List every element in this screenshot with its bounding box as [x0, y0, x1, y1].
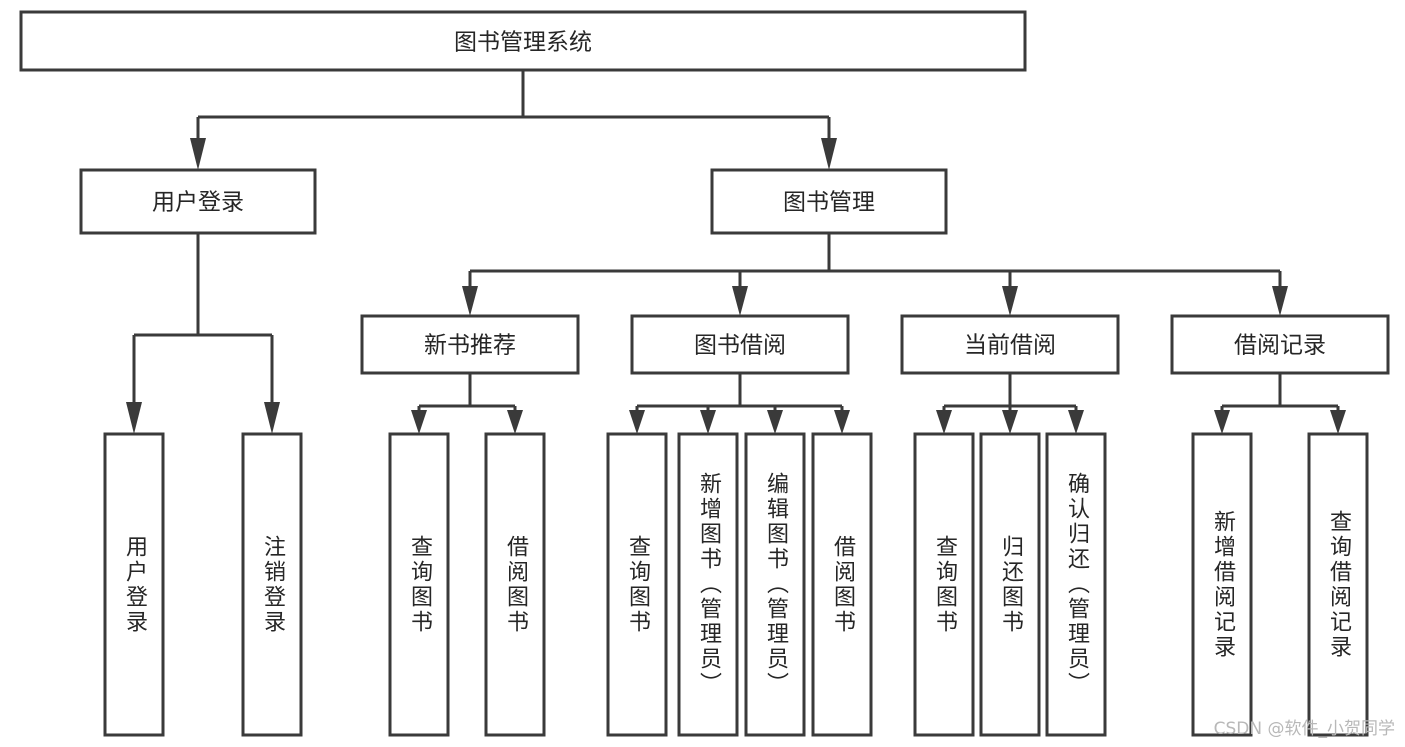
connectors-group	[126, 70, 1346, 434]
node-user-login[interactable]: 用户登录	[79, 168, 317, 235]
arrow-head-borrow-record	[1272, 286, 1288, 316]
node-book-borrow-label: 图书借阅	[694, 333, 786, 359]
leaf-br-query-record-box[interactable]	[1307, 432, 1369, 737]
arrow-head-leaf-rec-borrow-book	[507, 410, 523, 434]
leaf-br-add-record-box[interactable]	[1191, 432, 1253, 737]
arrow-head-leaf-cb-confirm-return	[1068, 410, 1084, 434]
arrow-head-leaf-bb-borrow-book	[834, 410, 850, 434]
node-root-box[interactable]	[19, 10, 1027, 72]
arrow-head-leaf-user-login	[126, 402, 142, 434]
arrow-head-book-manage	[821, 138, 837, 170]
node-new-book-rec-box[interactable]	[360, 314, 580, 375]
node-current-borrow-box[interactable]	[900, 314, 1120, 375]
arrow-head-new-book-rec	[462, 286, 478, 316]
node-current-borrow[interactable]: 当前借阅	[900, 314, 1120, 375]
leaf-bb-query-book-box[interactable]	[606, 432, 668, 737]
arrow-head-leaf-bb-edit-book	[767, 410, 783, 434]
node-new-book-rec-label: 新书推荐	[424, 333, 516, 359]
leaf-bb-borrow-book-box[interactable]	[811, 432, 873, 737]
node-book-manage-label: 图书管理	[783, 190, 875, 216]
arrow-head-leaf-rec-query-book	[411, 410, 427, 434]
csdn-watermark: CSDN @软件_小贺同学	[1213, 719, 1395, 739]
arrow-head-leaf-bb-query-book	[629, 410, 645, 434]
arrow-head-leaf-cb-query-book	[936, 410, 952, 434]
leaf-rec-borrow-book-box[interactable]	[484, 432, 546, 737]
node-new-book-rec[interactable]: 新书推荐	[360, 314, 580, 375]
arrow-head-current-borrow	[1002, 286, 1018, 316]
node-borrow-record-label: 借阅记录	[1234, 333, 1326, 359]
arrow-head-leaf-br-query-record	[1330, 410, 1346, 434]
leaf-user-login-box[interactable]	[103, 432, 165, 737]
leaf-cb-confirm-return-box[interactable]	[1045, 432, 1107, 737]
arrow-head-user-login	[190, 138, 206, 170]
leaf-user-logout-box[interactable]	[241, 432, 303, 737]
leaf-boxes-group	[103, 432, 1369, 737]
node-user-login-label: 用户登录	[152, 190, 244, 216]
node-book-borrow[interactable]: 图书借阅	[630, 314, 850, 375]
leaf-rec-query-book-box[interactable]	[388, 432, 450, 737]
leaf-cb-query-book-box[interactable]	[913, 432, 975, 737]
arrow-head-leaf-bb-add-book	[700, 410, 716, 434]
leaf-bb-add-book-box[interactable]	[677, 432, 739, 737]
node-root[interactable]: 图书管理系统	[19, 10, 1027, 72]
leaf-bb-edit-book-box[interactable]	[744, 432, 806, 737]
leaf-cb-return-book-box[interactable]	[979, 432, 1041, 737]
node-current-borrow-label: 当前借阅	[964, 333, 1056, 359]
node-book-borrow-box[interactable]	[630, 314, 850, 375]
node-borrow-record-box[interactable]	[1170, 314, 1390, 375]
arrow-head-leaf-br-add-record	[1214, 410, 1230, 434]
node-root-label: 图书管理系统	[454, 30, 592, 56]
node-user-login-box[interactable]	[79, 168, 317, 235]
arrow-head-leaf-user-logout	[264, 402, 280, 434]
node-borrow-record[interactable]: 借阅记录	[1170, 314, 1390, 375]
node-book-manage[interactable]: 图书管理	[710, 168, 948, 235]
arrow-head-book-borrow	[732, 286, 748, 316]
node-book-manage-box[interactable]	[710, 168, 948, 235]
arrow-head-leaf-cb-return-book	[1002, 410, 1018, 434]
